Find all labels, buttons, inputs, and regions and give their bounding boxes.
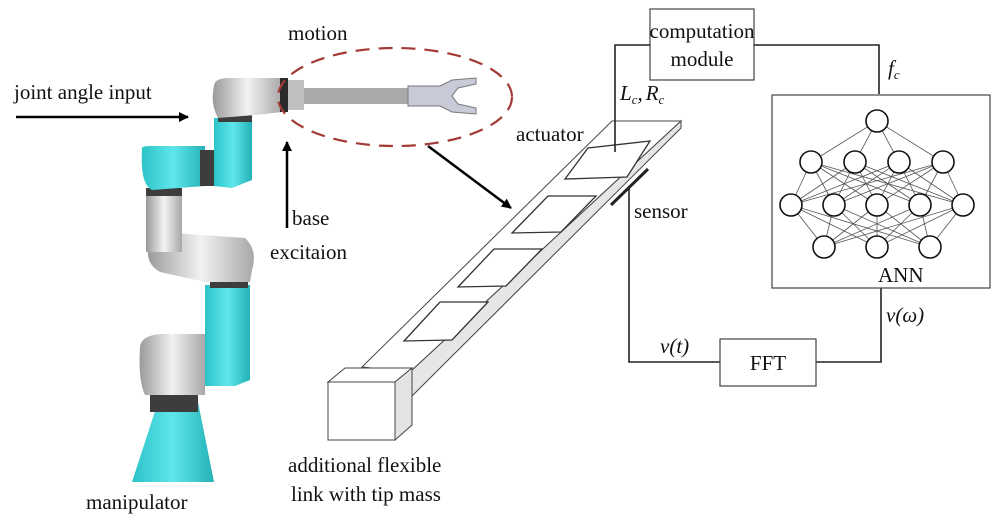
- base-excitation-label-line1: base: [292, 206, 329, 230]
- ann-network: [779, 109, 975, 259]
- robot-manipulator: [132, 77, 477, 482]
- robot-wrist-flange: [288, 80, 304, 110]
- robot-base: [132, 402, 214, 482]
- flexible-link-label-line2: link with tip mass: [291, 482, 441, 506]
- ann-connection: [790, 204, 931, 248]
- sensor-label: sensor: [634, 199, 688, 223]
- robot-ring-3: [200, 150, 214, 186]
- patch-3: [456, 248, 544, 288]
- robot-base-ring: [150, 394, 198, 412]
- robot-gripper: [407, 77, 477, 115]
- line-module-to-actuator: [614, 44, 650, 152]
- patch-2: [510, 195, 598, 234]
- ann-connection: [790, 204, 878, 248]
- flexible-link-label-line1: additional flexible: [288, 453, 441, 477]
- ann-neuron-layer-1: [865, 109, 889, 133]
- ann-neuron-layer-2: [887, 150, 911, 174]
- robot-joint-1: [139, 334, 205, 395]
- fft-label: FFT: [750, 351, 786, 375]
- line-sensor-to-fft: [628, 188, 720, 363]
- base-excitation-label-line2: excitaion: [270, 240, 347, 264]
- motion-ellipse: [276, 46, 514, 148]
- robot-link-4: [214, 118, 252, 188]
- computation-module-box: [649, 8, 755, 81]
- motion-to-link-arrow: [427, 144, 512, 210]
- ann-neuron-layer-3: [779, 193, 803, 217]
- robot-wrist: [212, 78, 282, 118]
- robot-link-2: [146, 192, 182, 252]
- patch-4: [402, 301, 490, 342]
- tip-mass-front: [327, 381, 396, 441]
- line-fft-to-ann: [816, 288, 882, 363]
- ann-connection: [823, 204, 921, 248]
- ann-neuron-layer-3: [822, 193, 846, 217]
- ann-neuron-layer-2: [843, 150, 867, 174]
- ann-neuron-layer-3: [865, 193, 889, 217]
- ann-connection: [823, 204, 964, 248]
- robot-ring-1: [210, 280, 248, 288]
- ann-neuron-layer-2: [799, 150, 823, 174]
- sensor-strip: [609, 167, 650, 207]
- ann-connection: [790, 161, 900, 206]
- robot-link-1: [205, 285, 250, 386]
- ann-neuron-layer-4: [812, 235, 836, 259]
- robot-ring-4: [218, 114, 252, 122]
- ann-connection: [790, 161, 856, 206]
- ann-connection: [833, 161, 944, 206]
- ann-neuron-layer-3: [951, 193, 975, 217]
- ann-connection: [898, 161, 964, 206]
- fc-label: fc: [888, 56, 900, 82]
- line-module-to-ann: [754, 44, 880, 94]
- actuator-label: actuator: [516, 122, 584, 146]
- vt-label: v(t): [660, 334, 689, 358]
- ann-connection: [790, 161, 944, 206]
- manipulator-label: manipulator: [86, 490, 187, 514]
- computation-module-label-line2: module: [671, 47, 734, 71]
- robot-link-gray: [304, 88, 408, 104]
- robot-ring-2: [146, 188, 182, 196]
- flexible-link: [326, 119, 683, 442]
- motion-label: motion: [288, 21, 348, 45]
- lc-rc-label: Lc,Rc: [619, 81, 665, 107]
- vw-label: v(ω): [886, 303, 924, 327]
- ann-neuron-layer-3: [908, 193, 932, 217]
- ann-connection: [810, 161, 921, 206]
- robot-wrist-ring: [280, 78, 288, 112]
- robot-link-3: [141, 146, 205, 190]
- ann-connection: [810, 120, 878, 163]
- fft-box: [719, 338, 817, 387]
- ann-connection: [854, 161, 964, 206]
- ann-connection: [876, 120, 944, 163]
- ann-connection: [876, 161, 944, 206]
- ann-neuron-layer-4: [918, 235, 942, 259]
- actuator-patch: [563, 140, 652, 180]
- ann-connection: [876, 204, 964, 248]
- computation-module-label-line1: computation: [650, 19, 755, 43]
- ann-neuron-layer-2: [931, 150, 955, 174]
- ann-neuron-layer-4: [865, 235, 889, 259]
- ann-label: ANN: [878, 263, 924, 287]
- ann-connection: [833, 204, 931, 248]
- joint-angle-input-label: joint angle input: [13, 80, 152, 104]
